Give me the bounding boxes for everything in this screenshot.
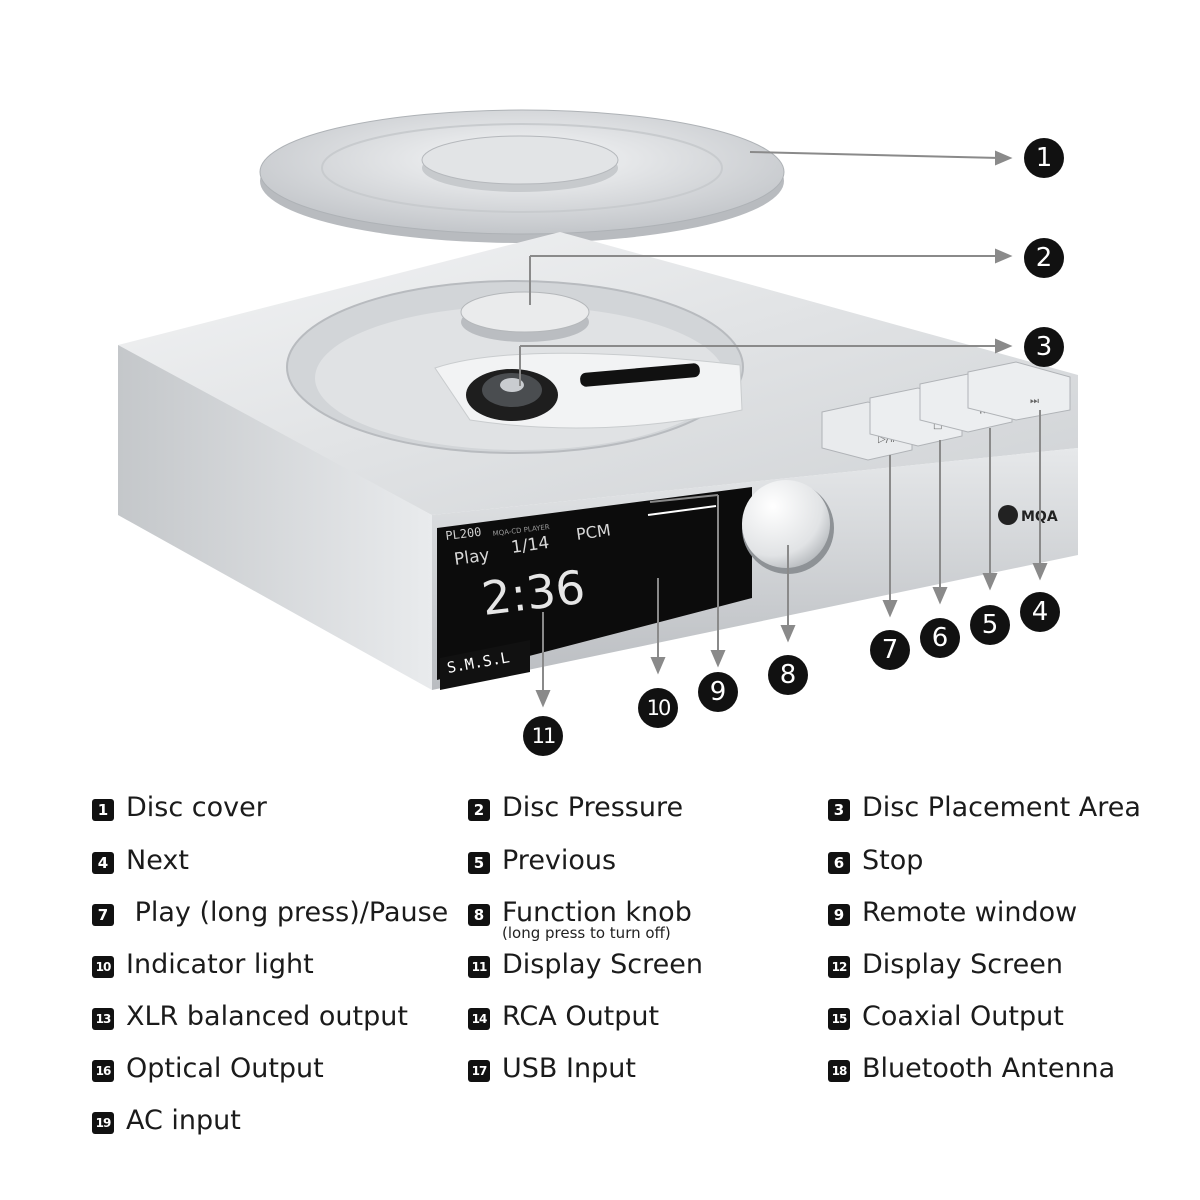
legend-item-7: 7 Play (long press)/Pause — [92, 897, 448, 928]
legend-badge: 15 — [828, 1008, 850, 1030]
stop-icon: □ — [933, 420, 942, 431]
screen-format: PCM — [575, 520, 612, 544]
callout-4: 4 — [1020, 592, 1060, 632]
next-button[interactable]: ⏭ — [967, 361, 1071, 421]
callout-2: 2 — [1024, 238, 1064, 278]
legend-badge: 11 — [468, 956, 490, 978]
legend-label: Remote window — [862, 897, 1078, 928]
legend-label: AC input — [126, 1105, 241, 1136]
legend-badge: 3 — [828, 799, 850, 821]
legend-item-14: 14 RCA Output — [468, 1001, 659, 1032]
player-body: S.M.S.L PL200 MQA-CD PLAYER Play 1/14 PC… — [118, 232, 1078, 690]
legend-item-19: 19 AC input — [92, 1105, 241, 1136]
legend-label: Optical Output — [126, 1053, 324, 1084]
callout-9: 9 — [698, 672, 738, 712]
legend-item-11: 11 Display Screen — [468, 949, 703, 980]
legend-item-5: 5 Previous — [468, 845, 616, 876]
legend-label: USB Input — [502, 1053, 636, 1084]
callout-10: 10 — [638, 688, 678, 728]
leader-lines — [519, 150, 1048, 708]
legend-item-4: 4 Next — [92, 845, 189, 876]
play-pause-icon: ▷/॥ — [878, 434, 895, 445]
legend-badge: 7 — [92, 904, 114, 926]
legend-item-12: 12 Display Screen — [828, 949, 1063, 980]
legend-item-10: 10 Indicator light — [92, 949, 314, 980]
legend-label: Previous — [502, 845, 617, 876]
cd-player-illustration: S.M.S.L PL200 MQA-CD PLAYER Play 1/14 PC… — [118, 109, 1078, 708]
legend-item-15: 15 Coaxial Output — [828, 1001, 1064, 1032]
callout-5: 5 — [970, 605, 1010, 645]
product-diagram: S.M.S.L PL200 MQA-CD PLAYER Play 1/14 PC… — [118, 109, 1078, 756]
disc-cover — [259, 109, 785, 243]
callout-6: 6 — [920, 618, 960, 658]
legend-badge: 19 — [92, 1112, 114, 1134]
legend-label: Bluetooth Antenna — [862, 1053, 1116, 1084]
legend-badge: 2 — [468, 799, 490, 821]
legend-label: Disc Pressure — [502, 792, 684, 823]
legend-label: Disc cover — [126, 792, 267, 823]
legend-label: Display Screen — [502, 949, 703, 980]
remote-window — [647, 505, 717, 516]
legend-label: Disc Placement Area — [862, 792, 1141, 823]
legend-item-13: 13 XLR balanced output — [92, 1001, 408, 1032]
legend-label: Function knob — [502, 897, 692, 928]
button-row: ▷/॥ □ ⏮ ⏭ — [821, 361, 1071, 461]
legend-item-2: 2 Disc Pressure — [468, 792, 683, 823]
legend-badge: 10 — [92, 956, 114, 978]
legend-badge: 9 — [828, 904, 850, 926]
callout-11: 11 — [523, 716, 563, 756]
legend-label: Indicator light — [126, 949, 314, 980]
legend-sublabel: (long press to turn off) — [502, 924, 671, 942]
legend-item-6: 6 Stop — [828, 845, 923, 876]
legend-item-3: 3 Disc Placement Area — [828, 792, 1141, 823]
legend-badge: 14 — [468, 1008, 490, 1030]
callout-7: 7 — [870, 630, 910, 670]
legend-label: XLR balanced output — [126, 1001, 408, 1032]
legend-label: Coaxial Output — [862, 1001, 1064, 1032]
legend-item-18: 18 Bluetooth Antenna — [828, 1053, 1115, 1084]
legend-label: RCA Output — [502, 1001, 660, 1032]
legend-badge: 17 — [468, 1060, 490, 1082]
legend-badge: 4 — [92, 852, 114, 874]
legend-label: Next — [126, 845, 189, 876]
legend-item-16: 16 Optical Output — [92, 1053, 324, 1084]
legend-badge: 18 — [828, 1060, 850, 1082]
next-icon: ⏭ — [1030, 396, 1039, 407]
callout-3: 3 — [1024, 327, 1064, 367]
callout-8: 8 — [768, 655, 808, 695]
legend-item-1: 1 Disc cover — [92, 792, 267, 823]
legend-badge: 5 — [468, 852, 490, 874]
legend-label: Play (long press)/Pause — [126, 897, 449, 928]
legend-item-17: 17 USB Input — [468, 1053, 636, 1084]
legend-item-8: 8 Function knob (long press to turn off) — [468, 897, 692, 942]
legend-badge: 12 — [828, 956, 850, 978]
callout-1: 1 — [1024, 138, 1064, 178]
function-knob[interactable] — [742, 480, 834, 574]
legend-label: Stop — [862, 845, 924, 876]
screen-time: 2:36 — [479, 560, 588, 626]
legend-badge: 16 — [92, 1060, 114, 1082]
legend-badge: 6 — [828, 852, 850, 874]
legend-badge: 8 — [468, 904, 490, 926]
legend-badge: 13 — [92, 1008, 114, 1030]
screen-status: Play — [453, 545, 491, 570]
legend-badge: 1 — [92, 799, 114, 821]
legend-item-9: 9 Remote window — [828, 897, 1077, 928]
legend-label: Display Screen — [862, 949, 1063, 980]
legend: 1 Disc cover 2 Disc Pressure 3 Disc Plac… — [0, 780, 1200, 1180]
model-label: PL200 — [445, 525, 483, 543]
legend-label-group: Function knob (long press to turn off) — [502, 897, 692, 942]
